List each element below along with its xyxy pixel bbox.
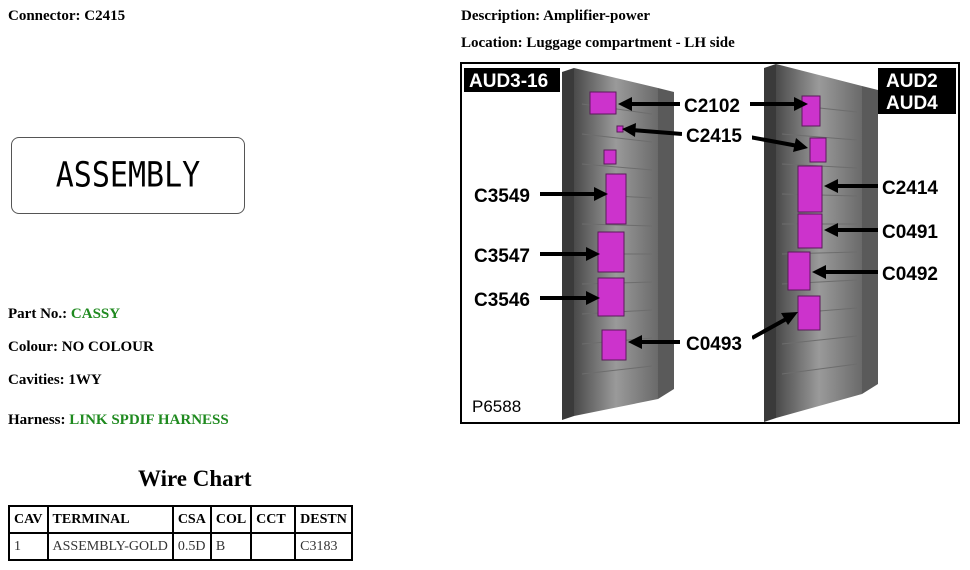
arrows <box>540 97 878 349</box>
callout-c0492: C0492 <box>882 264 938 285</box>
colour-value: NO COLOUR <box>61 339 154 355</box>
location-value: Luggage compartment - LH side <box>526 35 735 51</box>
part-no-line: Part No.: CASSY <box>8 306 120 323</box>
cavities-line: Cavities: 1WY <box>8 372 102 389</box>
header-col: COL <box>209 505 253 534</box>
cell-cav: 1 <box>8 532 49 561</box>
harness-line: Harness: LINK SPDIF HARNESS <box>8 412 229 429</box>
callout-c3547: C3547 <box>474 246 530 267</box>
left-tag-bg <box>464 68 560 92</box>
cavities-label: Cavities: <box>8 372 65 388</box>
cell-csa: 0.5D <box>171 532 212 561</box>
callout-c2102: C2102 <box>684 96 740 117</box>
connector-value: C2415 <box>84 8 126 24</box>
part-no-label: Part No.: <box>8 306 68 322</box>
description-label: Description: <box>461 8 541 24</box>
cell-col: B <box>209 532 253 561</box>
location-line: Location: Luggage compartment - LH side <box>461 35 735 52</box>
callout-c3549: C3549 <box>474 186 530 207</box>
header-destn: DESTN <box>294 505 353 534</box>
table-row: 1 ASSEMBLY-GOLD 0.5D B C3183 <box>8 532 353 561</box>
harness-value[interactable]: LINK SPDIF HARNESS <box>69 412 229 428</box>
callout-c3546: C3546 <box>474 290 530 311</box>
wire-chart-header-row: CAV TERMINAL CSA COL CCT DESTN <box>8 505 353 534</box>
right-tag-bg <box>878 68 956 114</box>
assembly-text: ASSEMBLY <box>55 155 201 196</box>
location-label: Location: <box>461 35 523 51</box>
connector-label: Connector: <box>8 8 81 24</box>
wire-chart-title: Wire Chart <box>138 466 252 491</box>
connector-shapes <box>589 91 827 361</box>
connector-line: Connector: C2415 <box>8 8 125 25</box>
assembly-box: ASSEMBLY <box>11 137 245 214</box>
callout-c2414: C2414 <box>882 178 938 199</box>
part-no-value[interactable]: CASSY <box>70 306 121 322</box>
header-cav: CAV <box>8 505 49 534</box>
description-value: Amplifier-power <box>543 8 651 24</box>
location-diagram: AUD3-16 AUD2 AUD4 C2102 C2415 C3549 C241… <box>460 62 960 424</box>
connector-callouts: C2102 C2415 C3549 C2414 C0491 C3547 C049… <box>470 92 950 355</box>
colour-label: Colour: <box>8 339 58 355</box>
callout-c0491: C0491 <box>882 222 938 243</box>
figure-id: P6588 <box>472 397 521 416</box>
callout-c2415: C2415 <box>686 126 742 147</box>
harness-label: Harness: <box>8 412 66 428</box>
cell-destn: C3183 <box>294 532 353 561</box>
cell-cct <box>250 532 297 561</box>
header-cct: CCT <box>250 505 297 534</box>
right-tag-line1: AUD2 <box>886 71 938 92</box>
cell-terminal: ASSEMBLY-GOLD <box>46 532 174 561</box>
wire-chart-table: CAV TERMINAL CSA COL CCT DESTN 1 ASSEMBL… <box>8 505 353 561</box>
colour-line: Colour: NO COLOUR <box>8 339 154 356</box>
figure-id-bg <box>468 394 530 418</box>
right-tag-line2: AUD4 <box>886 93 938 114</box>
left-tag: AUD3-16 <box>469 71 548 92</box>
cavities-value: 1WY <box>68 372 102 388</box>
diagram-svg: AUD3-16 AUD2 AUD4 C2102 C2415 C3549 C241… <box>464 64 956 422</box>
callout-c0493: C0493 <box>686 334 742 355</box>
header-csa: CSA <box>171 505 212 534</box>
description-line: Description: Amplifier-power <box>461 8 650 25</box>
header-terminal: TERMINAL <box>46 505 174 534</box>
